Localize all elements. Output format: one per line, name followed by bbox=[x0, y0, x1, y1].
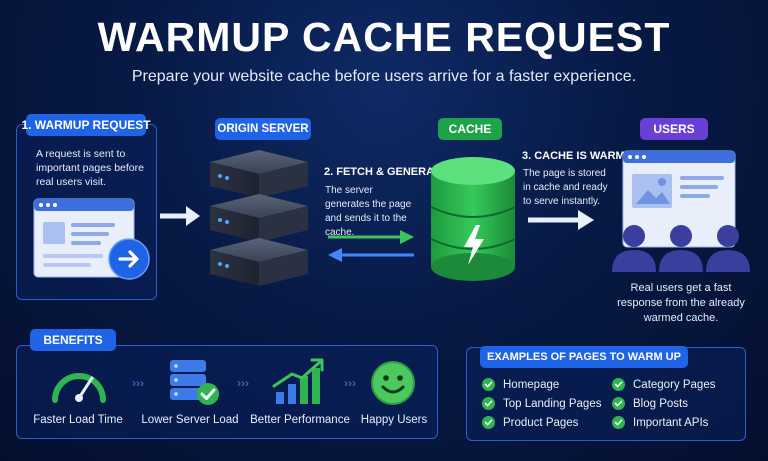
page-subtitle: Prepare your website cache before users … bbox=[131, 68, 637, 85]
examples-label: EXAMPLES OF PAGES TO WARM UP bbox=[480, 346, 688, 368]
fetch-generate-description: The server generates the page and sends … bbox=[325, 185, 412, 238]
growth-chart-icon bbox=[272, 356, 328, 406]
list-item: Important APIs bbox=[612, 416, 715, 429]
speedometer-icon bbox=[50, 360, 108, 404]
example-page-label: Blog Posts bbox=[633, 397, 688, 410]
cache-warm-description: The page is stored in cache and ready to… bbox=[523, 168, 608, 207]
examples-right-list: Category Pages Blog Posts Important APIs bbox=[612, 378, 715, 429]
check-icon bbox=[482, 397, 495, 410]
list-item: Product Pages bbox=[482, 416, 601, 429]
example-page-label: Category Pages bbox=[633, 378, 716, 391]
list-item: Homepage bbox=[482, 378, 601, 391]
benefit-label-lower-server-load: Lower Server Load bbox=[141, 414, 239, 426]
benefit-label-faster-load: Faster Load Time bbox=[33, 414, 123, 426]
benefit-label-better-performance: Better Performance bbox=[250, 414, 350, 426]
example-page-label: Product Pages bbox=[503, 416, 579, 429]
check-icon bbox=[612, 416, 625, 429]
warmup-request-description: A request is sent to important pages bef… bbox=[36, 148, 144, 188]
check-icon bbox=[482, 416, 495, 429]
chevron-right-icon: ››› bbox=[237, 376, 249, 390]
arrow-to-server-return-icon bbox=[326, 246, 416, 264]
cache-warm-title: 3. CACHE IS WARM bbox=[522, 150, 625, 162]
benefits-label: BENEFITS bbox=[30, 329, 116, 351]
example-page-label: Top Landing Pages bbox=[503, 397, 602, 410]
smiley-icon bbox=[370, 360, 416, 406]
check-icon bbox=[482, 378, 495, 391]
users-description: Real users get a fast response from the … bbox=[617, 282, 745, 324]
example-page-label: Important APIs bbox=[633, 416, 709, 429]
list-item: Category Pages bbox=[612, 378, 715, 391]
users-label: USERS bbox=[640, 118, 708, 140]
chevron-right-icon: ››› bbox=[344, 376, 356, 390]
page-title: WARMUP CACHE REQUEST bbox=[97, 14, 671, 60]
fetch-generate-title: 2. FETCH & GENERATE bbox=[324, 166, 448, 178]
users-browser-icon bbox=[622, 150, 736, 250]
example-page-label: Homepage bbox=[503, 378, 560, 391]
list-item: Top Landing Pages bbox=[482, 397, 601, 410]
arrow-to-cache-icon bbox=[326, 228, 416, 246]
list-item: Blog Posts bbox=[612, 397, 715, 410]
benefits-panel bbox=[16, 345, 438, 439]
benefit-label-happy-users: Happy Users bbox=[360, 414, 428, 426]
chevron-right-icon: ››› bbox=[132, 376, 144, 390]
examples-left-list: Homepage Top Landing Pages Product Pages bbox=[482, 378, 601, 429]
server-check-icon bbox=[168, 358, 222, 406]
cache-label: CACHE bbox=[438, 118, 502, 140]
check-icon bbox=[612, 397, 625, 410]
server-stack-icon bbox=[206, 148, 312, 290]
cache-database-icon bbox=[428, 155, 518, 285]
check-icon bbox=[612, 378, 625, 391]
user-group-icon bbox=[610, 222, 752, 274]
forward-arrow-button-icon bbox=[108, 238, 150, 280]
arrow-to-server-icon bbox=[158, 204, 202, 228]
warmup-request-label: 1. WARMUP REQUEST bbox=[21, 114, 151, 136]
arrow-to-users-icon bbox=[526, 208, 596, 232]
origin-server-label: ORIGIN SERVER bbox=[215, 118, 311, 140]
